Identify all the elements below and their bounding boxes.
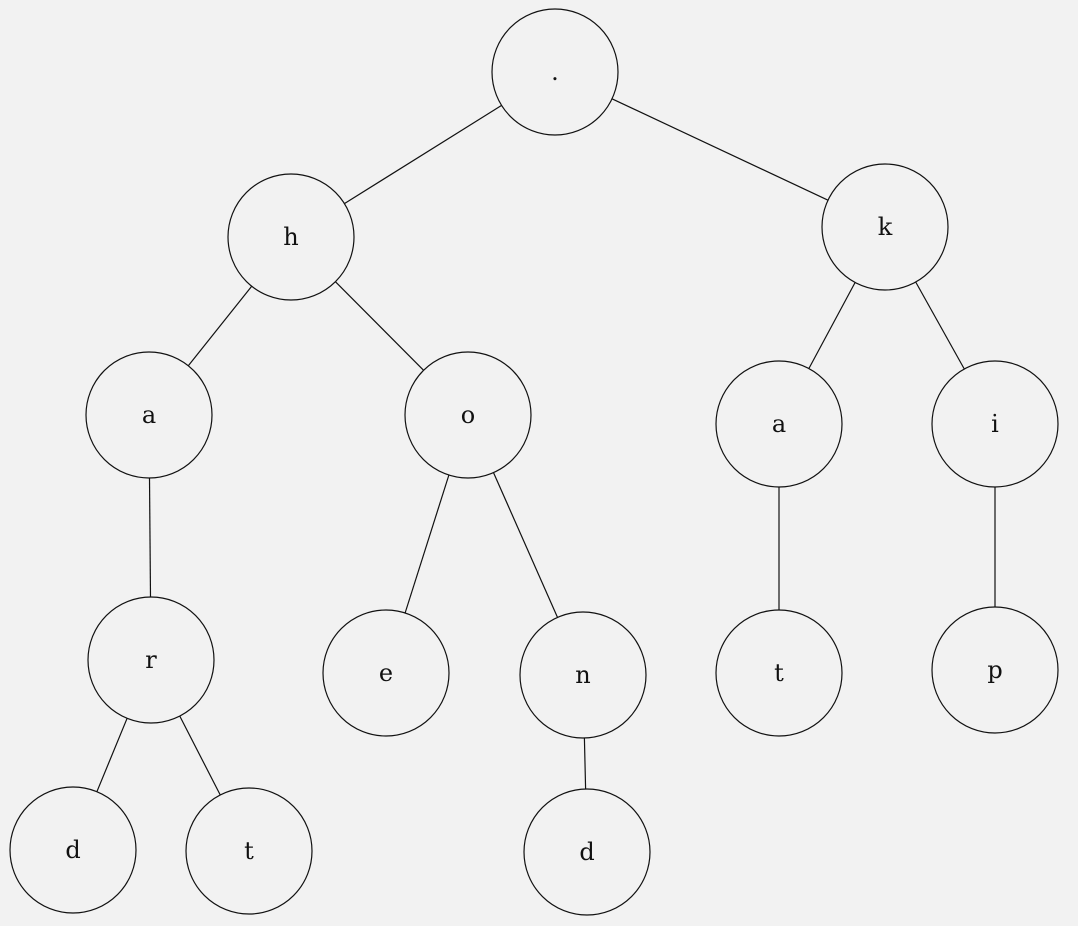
node-circle [404, 351, 532, 479]
trie-node-kat: t [715, 609, 843, 737]
node-label: a [142, 401, 156, 429]
edge-h-ho [334, 281, 425, 371]
node-label: d [579, 838, 594, 866]
trie-node-hard: d [9, 786, 137, 914]
node-label: . [551, 58, 559, 86]
node-circle [523, 788, 651, 916]
edges-layer [96, 98, 996, 796]
nodes-layer: . h k a o a i r e n t p d t d [9, 8, 1059, 916]
trie-node-ha: a [85, 351, 213, 479]
trie-node-hoe: e [322, 609, 450, 737]
node-label: d [65, 836, 80, 864]
node-label: o [461, 401, 475, 429]
edge-ha-har [148, 477, 152, 598]
trie-node-ki: i [931, 360, 1059, 488]
trie-node-har: r [87, 596, 215, 724]
trie-node-kip: p [931, 606, 1059, 734]
node-circle [931, 360, 1059, 488]
edge-root-h [344, 104, 502, 205]
trie-node-hart: t [185, 787, 313, 915]
edge-k-ki [915, 281, 965, 370]
edge-root-k [611, 98, 829, 201]
trie-node-hon: n [519, 611, 647, 739]
edge-k-ka [808, 282, 856, 369]
edge-har-hart [179, 715, 221, 796]
node-label: p [987, 656, 1002, 684]
node-circle [85, 351, 213, 479]
node-circle [227, 173, 355, 301]
node-circle [715, 609, 843, 737]
node-label: n [575, 661, 590, 689]
trie-node-k: k [821, 163, 949, 291]
node-circle [715, 360, 843, 488]
edge-hon-hond [583, 737, 587, 790]
node-label: a [772, 410, 786, 438]
node-circle [9, 786, 137, 914]
node-label: h [283, 223, 298, 251]
node-label: t [774, 659, 784, 687]
node-circle [821, 163, 949, 291]
trie-node-h: h [227, 173, 355, 301]
trie-node-ho: o [404, 351, 532, 479]
node-circle [931, 606, 1059, 734]
edge-ho-hon [492, 472, 559, 618]
node-circle [185, 787, 313, 915]
node-circle [322, 609, 450, 737]
node-label: e [379, 659, 393, 687]
node-circle [519, 611, 647, 739]
node-label: r [145, 646, 157, 674]
edge-ho-hoe [404, 474, 450, 614]
node-circle [87, 596, 215, 724]
node-label: t [244, 837, 254, 865]
edge-har-hard [96, 718, 128, 792]
node-label: i [991, 410, 999, 438]
trie-node-hond: d [523, 788, 651, 916]
trie-node-root: . [491, 8, 619, 136]
trie-node-ka: a [715, 360, 843, 488]
node-label: k [878, 213, 893, 241]
edge-h-ha [187, 285, 253, 367]
node-circle [491, 8, 619, 136]
